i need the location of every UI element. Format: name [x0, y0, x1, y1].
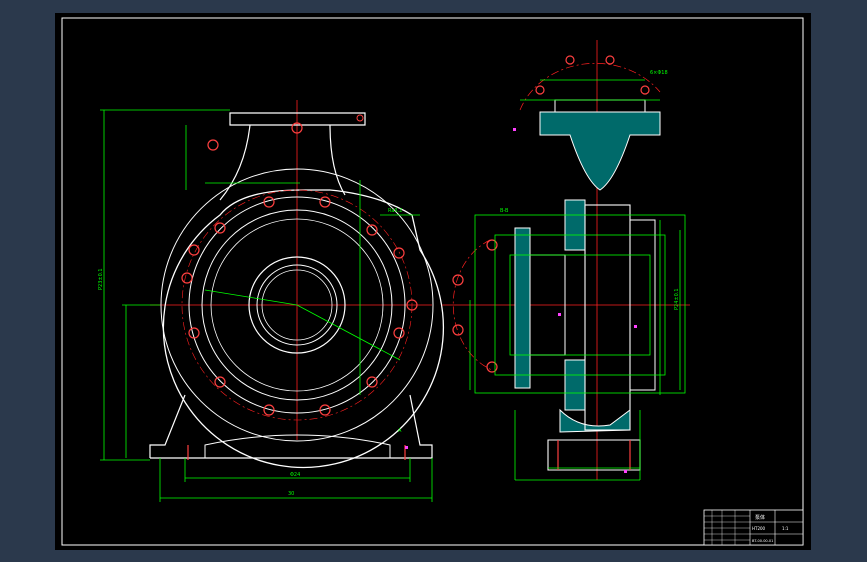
section-top-flange [539, 111, 661, 191]
discharge-flange [229, 112, 366, 126]
title-block-material: HT200 [752, 526, 766, 531]
section-top-cap [554, 99, 646, 113]
side-bolt-circle [452, 239, 493, 371]
front-dimensions [100, 109, 433, 502]
bore-circle [256, 264, 338, 346]
bore-inner-circle [261, 269, 333, 341]
section-bottom-volute [559, 408, 631, 433]
dim-height-right: P24±0.1 [674, 288, 680, 310]
dim-callout-b: B-B [500, 208, 509, 214]
section-view: P24±0.1 6×Φ18 B-B [405, 40, 690, 481]
section-casing-right [629, 219, 656, 391]
dim-flange-top: 6×Φ18 [650, 70, 668, 76]
dim-callout-roughness: Ra3.2 [388, 208, 402, 214]
title-block-scale: 1:1 [782, 526, 789, 531]
section-dimensions [469, 79, 686, 481]
top-bolt-circle [519, 63, 661, 111]
dim-height-left: P23±0.1 [98, 268, 104, 290]
top-flange-holes [535, 55, 650, 95]
nozzle-hole-left [207, 139, 219, 151]
sheet-frame [61, 17, 804, 546]
dim-base-width: Φ24 [290, 472, 300, 478]
bolt-pitch-circle [181, 189, 413, 421]
title-block: 泵体 1:1 BT-00-00-01 HT200 [703, 509, 804, 546]
side-flange-holes [452, 239, 498, 373]
title-block-title: 泵体 [755, 514, 765, 521]
nozzle-hole-right [356, 114, 364, 122]
title-block-drawing-no: BT-00-00-01 [752, 539, 773, 543]
flange-circle [188, 196, 406, 414]
section-left-flange [514, 227, 531, 389]
dim-callout-a: A [398, 428, 402, 434]
flange-inner-circle [201, 209, 393, 401]
section-wall-lower [564, 359, 586, 411]
dim-overall-width: 30 [288, 491, 294, 497]
bolt-holes [181, 196, 418, 416]
nozzle-hole-center [291, 122, 303, 134]
discharge-neck [219, 124, 346, 201]
pump-feet [149, 394, 433, 459]
section-casing [584, 204, 631, 431]
section-wall-upper [564, 199, 586, 251]
base-arch [204, 434, 391, 458]
section-base [547, 439, 641, 471]
datum-markers [405, 128, 637, 473]
seal-circle [210, 218, 384, 392]
volute-outline [162, 189, 444, 469]
bore-outer-circle [248, 256, 346, 354]
volute-circle [160, 168, 434, 442]
front-view: P23±0.1 30 Φ24 Ra3.2 A [98, 100, 444, 502]
